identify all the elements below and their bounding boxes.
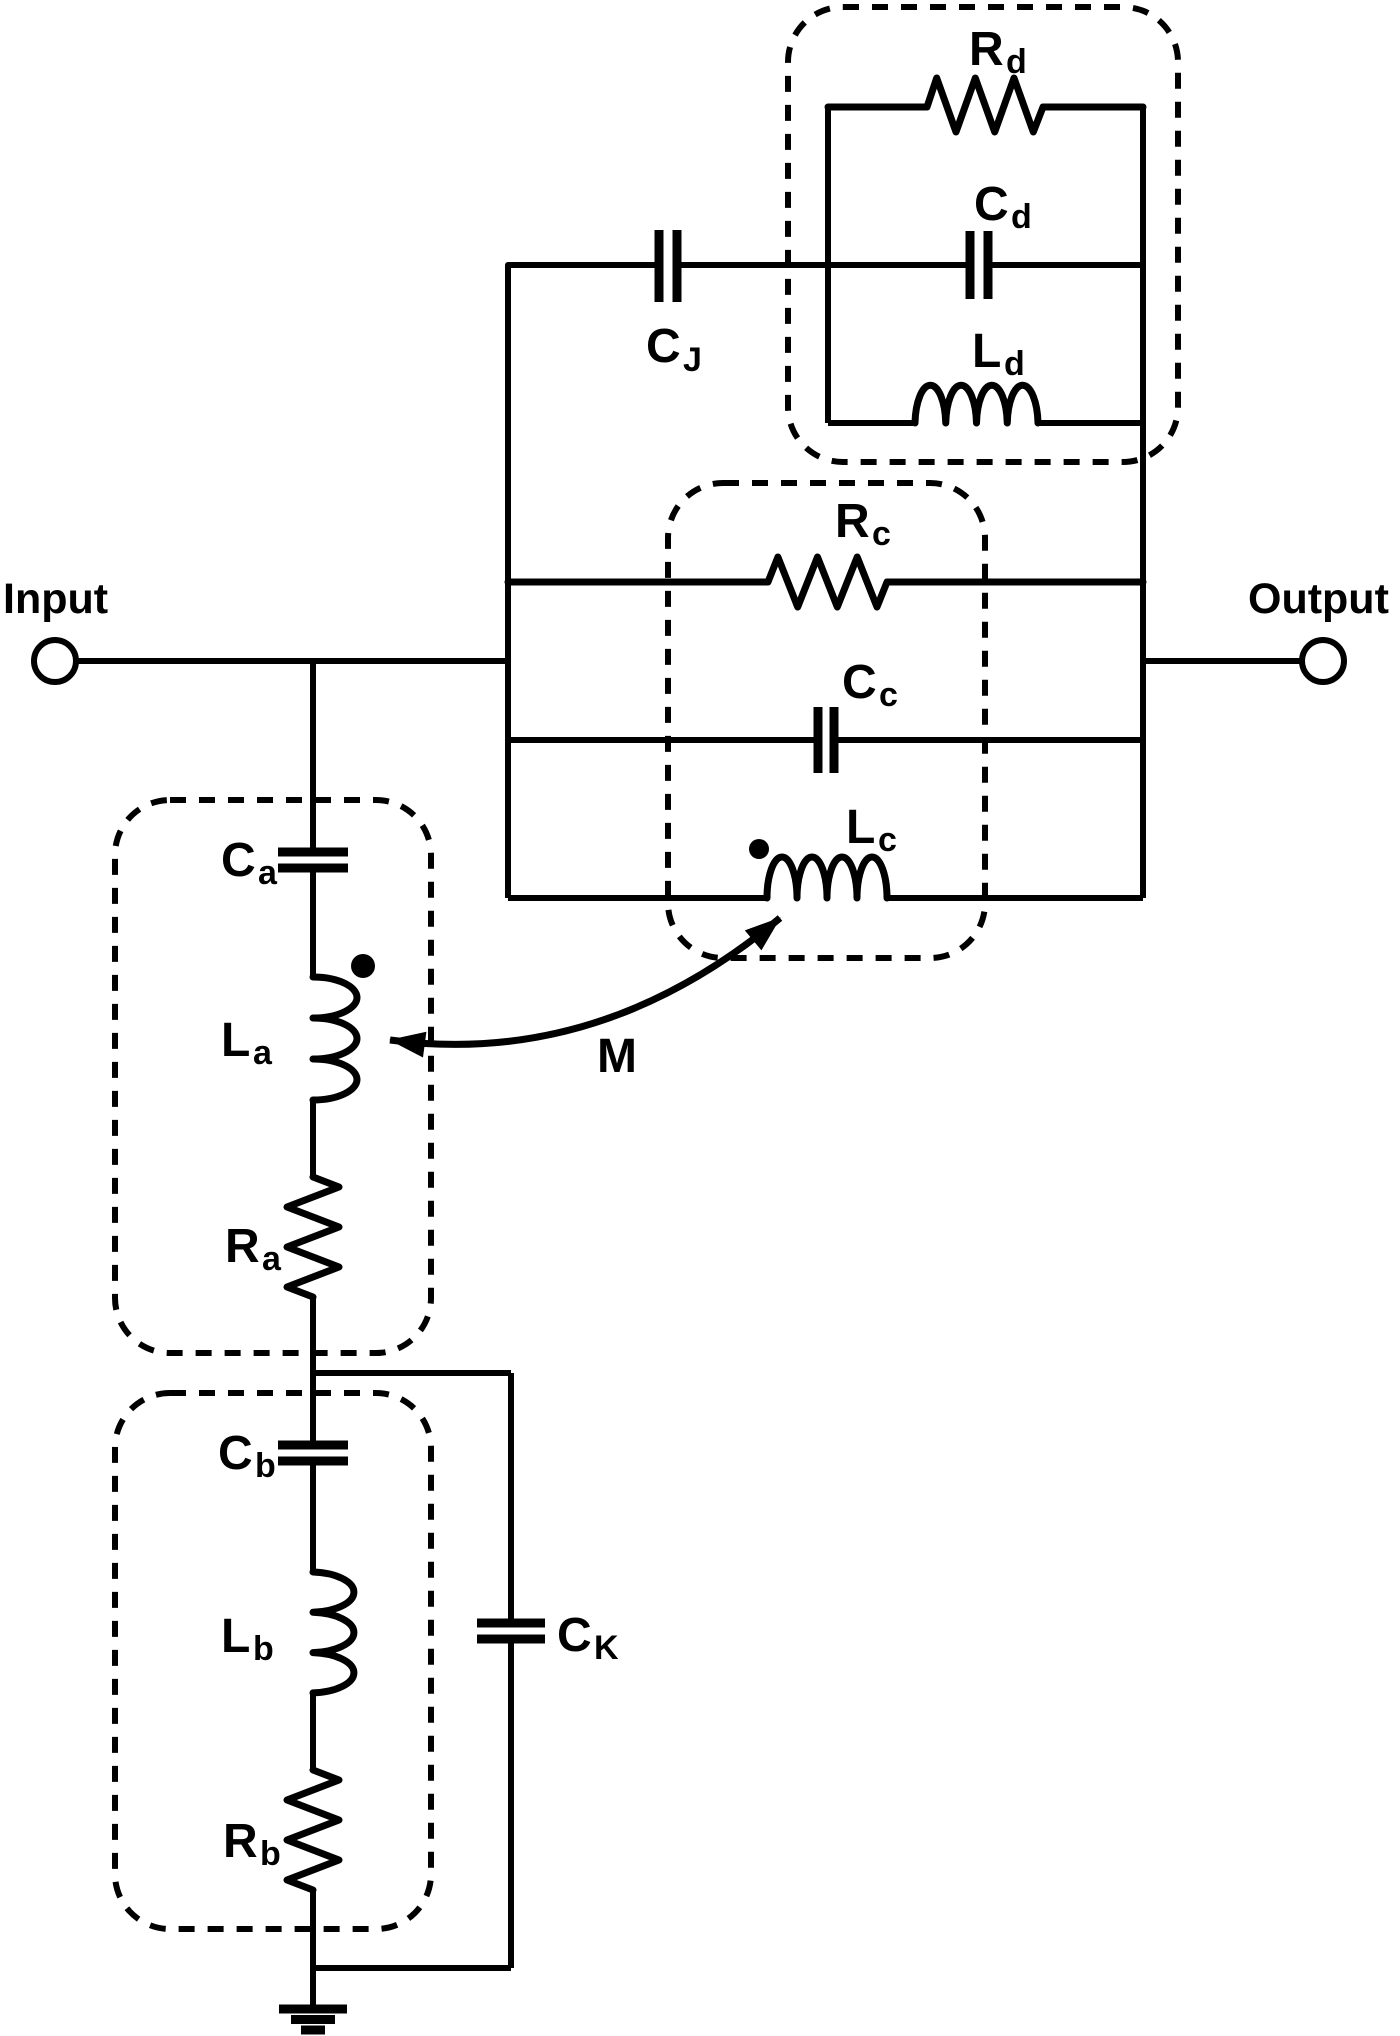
capacitor-cd — [965, 231, 993, 299]
mutual-label: M — [597, 1030, 637, 1083]
label-cb: C b — [218, 1427, 276, 1485]
inductor-ld — [828, 381, 1143, 427]
rb-sub: b — [260, 1835, 281, 1873]
cj-sub: J — [683, 341, 702, 379]
lc-polarity-dot — [749, 839, 769, 859]
resistor-ra — [283, 1173, 343, 1301]
inductor-la — [309, 954, 375, 1104]
rc-sub: c — [872, 515, 891, 553]
capacitor-ck — [477, 1373, 545, 1968]
capacitor-cj — [654, 230, 682, 302]
group-box-b — [112, 1390, 434, 1932]
label-la: L a — [221, 1014, 273, 1072]
la-coil — [309, 973, 361, 1104]
cd-sub: d — [1011, 198, 1032, 236]
label-cd: C d — [974, 178, 1032, 236]
inductor-lb — [309, 1568, 358, 1697]
ra-main: R — [225, 1220, 260, 1273]
mutual-coupling-arrow — [389, 915, 783, 1058]
cb-sub: b — [255, 1447, 276, 1485]
inductor-lc — [508, 839, 1143, 902]
label-rb: R b — [223, 1815, 281, 1873]
left-bus-and-top-rail — [505, 262, 659, 898]
capacitor-ca — [278, 847, 348, 873]
input-label: Input — [3, 575, 108, 623]
ck-sub: K — [594, 1629, 619, 1667]
lb-main: L — [221, 1610, 250, 1663]
lc-sub: c — [878, 821, 897, 859]
label-ck: C K — [557, 1609, 619, 1667]
label-lc: L c — [846, 801, 897, 859]
la-sub: a — [253, 1034, 273, 1072]
resistor-rb — [283, 1766, 343, 1894]
lc-main: L — [846, 801, 875, 854]
lb-sub: b — [253, 1630, 274, 1668]
capacitor-cc — [508, 707, 1143, 773]
group-box-a — [112, 797, 434, 1356]
rd-main: R — [969, 23, 1004, 76]
ld-sub: d — [1004, 345, 1025, 383]
cb-main: C — [218, 1427, 253, 1480]
label-ra: R a — [225, 1220, 282, 1278]
output-terminal — [1299, 637, 1347, 685]
ca-sub: a — [258, 854, 278, 892]
cc-sub: c — [879, 676, 898, 714]
label-rc: R c — [835, 495, 891, 553]
ca-main: C — [221, 834, 256, 887]
ld-coil — [911, 381, 1042, 427]
label-cj: C J — [646, 320, 702, 379]
lc-coil — [763, 853, 891, 902]
output-label: Output — [1248, 575, 1389, 623]
cj-main: C — [646, 320, 681, 373]
capacitor-cb — [278, 1440, 348, 1466]
la-main: L — [221, 1014, 250, 1067]
ck-main: C — [557, 1609, 592, 1662]
input-terminal — [31, 637, 79, 685]
ld-main: L — [972, 325, 1001, 378]
ground-symbol — [279, 2004, 347, 2035]
rc-main: R — [835, 495, 870, 548]
cc-main: C — [842, 656, 877, 709]
group-box-d — [785, 4, 1181, 465]
group-box-c — [665, 480, 988, 961]
rb-main: R — [223, 1815, 258, 1868]
label-cc: C c — [842, 656, 898, 714]
label-rd: R d — [969, 23, 1027, 81]
la-polarity-dot — [351, 954, 375, 978]
label-ca: C a — [221, 834, 278, 892]
label-ld: L d — [972, 325, 1025, 383]
label-lb: L b — [221, 1610, 274, 1668]
cd-main: C — [974, 178, 1009, 231]
resistor-rd — [824, 74, 1147, 136]
rd-sub: d — [1006, 43, 1027, 81]
resistor-rc — [504, 553, 1147, 611]
ra-sub: a — [262, 1240, 282, 1278]
